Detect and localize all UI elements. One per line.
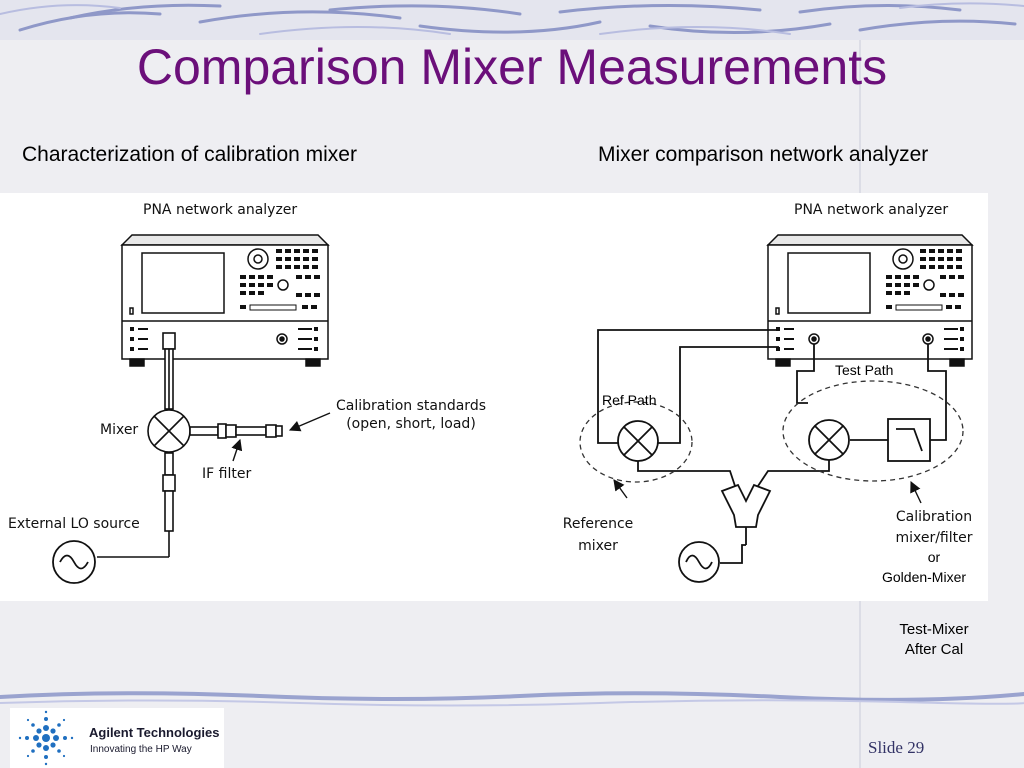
left-analyzer-label: PNA network analyzer <box>143 202 298 218</box>
left-lo-source-icon <box>52 540 96 584</box>
right-callout-arrows <box>613 479 922 504</box>
block-diagrams <box>52 234 974 584</box>
reference-mixer-line-1: Reference <box>562 516 634 532</box>
right-ref-mixer-icon <box>617 420 659 462</box>
reference-mixer-label: Reference mixer <box>558 513 638 558</box>
left-callout-arrows <box>231 412 331 462</box>
or-label: or <box>927 549 941 565</box>
left-analyzer-icon <box>120 234 330 367</box>
right-source-icon <box>678 541 720 583</box>
note-line-2: After Cal <box>904 640 964 658</box>
cal-mixer-line-1: Calibration <box>895 509 973 525</box>
golden-mixer-label: Golden-Mixer <box>882 569 967 585</box>
right-splitter-icon <box>720 483 772 528</box>
reference-mixer-line-2: mixer <box>578 538 618 555</box>
right-cal-mixer-icon <box>808 419 850 461</box>
right-dashed-groups <box>579 380 964 483</box>
right-wiring <box>597 329 947 564</box>
right-analyzer-label: PNA network analyzer <box>794 202 949 218</box>
company-name: Agilent Technologies <box>89 725 220 740</box>
right-analyzer-icon <box>766 234 974 367</box>
slide-number: Slide 29 <box>868 738 925 757</box>
note-line-1: Test-Mixer <box>899 621 969 638</box>
cal-mixer-line-2: mixer/filter <box>895 530 973 546</box>
left-subtitle: Characterization of calibration mixer <box>22 143 357 166</box>
slide-title: Comparison Mixer Measurements <box>136 39 888 95</box>
ref-path-label: Ref Path <box>602 392 657 408</box>
left-mixer-label: Mixer <box>100 422 139 438</box>
lo-source-label: External LO source <box>8 516 140 532</box>
diagram-panel: PNA network analyzer Mixer Calibration s… <box>0 193 988 601</box>
right-filter-icon <box>887 418 931 462</box>
test-mixer-note: Test-Mixer After Cal <box>870 620 998 659</box>
agilent-logo: Agilent Technologies Innovating the HP W… <box>10 708 224 768</box>
cal-mixer-label: Calibration mixer/filter <box>886 507 982 549</box>
test-path-label: Test Path <box>835 362 894 378</box>
cal-standards-label: Calibration standards (open, short, load… <box>334 398 488 433</box>
spark-icon <box>18 710 74 766</box>
left-mixer-chain <box>97 332 283 558</box>
cal-standards-line-2: (open, short, load) <box>346 415 476 432</box>
company-tagline: Innovating the HP Way <box>90 744 192 755</box>
right-subtitle: Mixer comparison network analyzer <box>598 143 929 166</box>
cal-standards-line-1: Calibration standards <box>335 398 486 414</box>
if-filter-label: IF filter <box>202 466 252 482</box>
